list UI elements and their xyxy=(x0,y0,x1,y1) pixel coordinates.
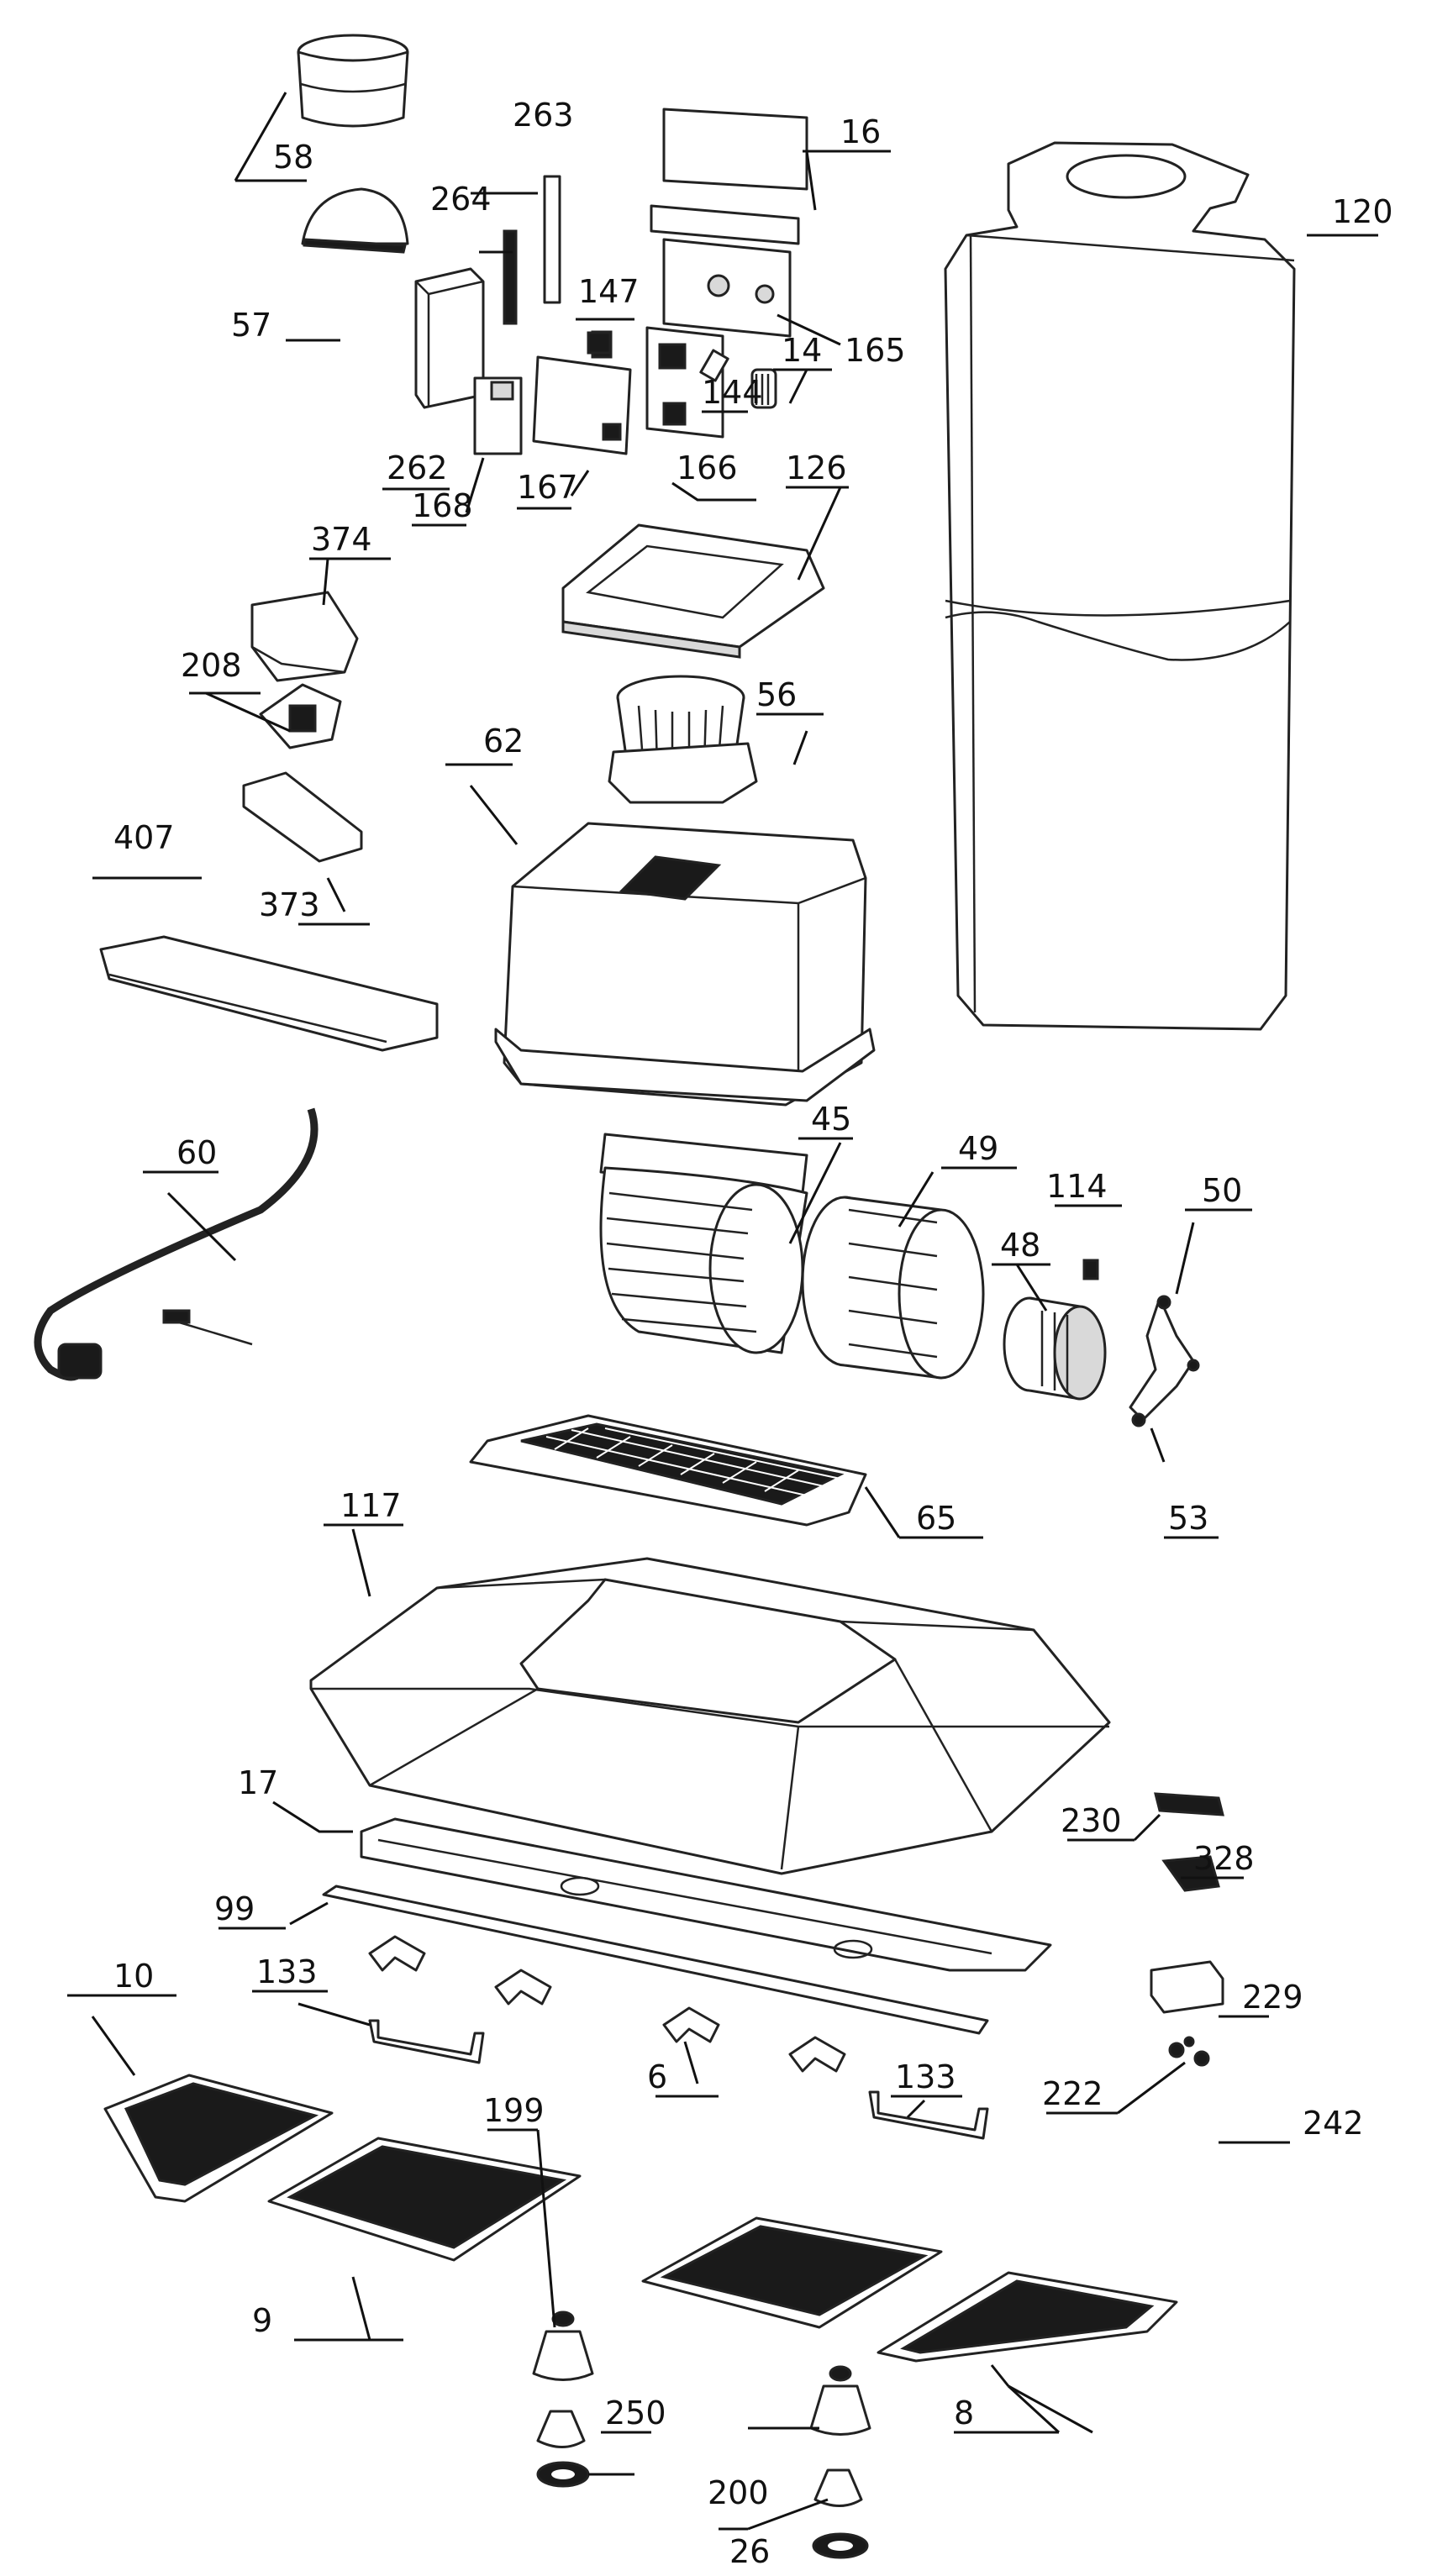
label-26: 26 xyxy=(729,2533,770,2570)
part-114-screw xyxy=(1082,1259,1099,1280)
part-49-fan-wheel xyxy=(801,1196,985,1380)
part-133-handles xyxy=(368,2019,989,2140)
part-222-lamp-parts xyxy=(1168,2036,1210,2067)
label-263: 263 xyxy=(513,97,574,134)
label-229: 229 xyxy=(1242,1979,1303,2016)
label-133-left: 133 xyxy=(256,1953,318,1990)
label-10: 10 xyxy=(113,1958,154,1995)
part-48-motor xyxy=(1003,1296,1107,1401)
part-60-power-cord xyxy=(34,1107,319,1381)
label-50: 50 xyxy=(1202,1172,1242,1209)
label-230: 230 xyxy=(1061,1802,1122,1839)
part-65-grease-filter xyxy=(469,1414,867,1527)
part-16-bracket xyxy=(650,108,808,245)
part-117-canopy xyxy=(309,1557,1111,1875)
label-56: 56 xyxy=(756,676,797,713)
label-120: 120 xyxy=(1332,193,1393,230)
label-14: 14 xyxy=(782,332,822,369)
label-264: 264 xyxy=(430,181,492,218)
part-328-clip xyxy=(1161,1855,1220,1892)
part-250-knob xyxy=(536,2410,590,2488)
part-168-bracket xyxy=(473,376,523,455)
part-165-control-panel xyxy=(662,238,792,338)
label-407: 407 xyxy=(113,819,175,856)
label-262: 262 xyxy=(387,449,448,486)
part-45-scroll-housing xyxy=(599,1133,808,1354)
part-filter-right xyxy=(641,2216,943,2329)
label-166: 166 xyxy=(677,449,738,486)
label-167: 167 xyxy=(517,469,578,506)
label-45: 45 xyxy=(811,1101,851,1138)
label-17: 17 xyxy=(238,1764,278,1801)
part-230-cover xyxy=(1154,1792,1224,1816)
part-120-chimney xyxy=(944,141,1296,1031)
label-250: 250 xyxy=(605,2395,666,2431)
label-222: 222 xyxy=(1042,2075,1103,2112)
part-6-clips xyxy=(368,1935,846,2073)
part-167-board xyxy=(532,330,632,455)
label-133-right: 133 xyxy=(895,2058,956,2095)
label-373: 373 xyxy=(259,886,320,923)
label-57: 57 xyxy=(231,307,271,344)
part-262-box xyxy=(414,267,485,409)
label-374: 374 xyxy=(311,521,372,558)
label-8: 8 xyxy=(954,2395,974,2431)
label-48: 48 xyxy=(1000,1227,1040,1264)
part-56-blower-motor xyxy=(608,675,758,804)
part-10-filter xyxy=(103,2074,334,2203)
label-60: 60 xyxy=(176,1134,217,1171)
label-6: 6 xyxy=(647,2058,667,2095)
part-17-frame xyxy=(360,1817,1052,1972)
part-264-strip xyxy=(503,229,518,325)
label-208: 208 xyxy=(181,647,242,684)
part-374-bracket xyxy=(250,591,359,682)
label-126: 126 xyxy=(786,449,847,486)
part-8-filter xyxy=(877,2271,1178,2363)
part-labels: 58 263 264 16 120 57 147 165 14 144 262 … xyxy=(113,97,1393,2570)
part-9-filter xyxy=(267,2137,582,2262)
label-147: 147 xyxy=(578,273,640,310)
part-199-cap xyxy=(532,2311,594,2381)
part-14-knob xyxy=(750,368,777,409)
part-62-housing xyxy=(494,822,876,1107)
part-99-strip xyxy=(322,1885,989,2035)
label-200: 200 xyxy=(708,2474,769,2511)
label-144: 144 xyxy=(702,374,763,411)
part-57-flap xyxy=(301,187,409,254)
part-50-motor-bracket xyxy=(1129,1295,1200,1427)
part-407-rail xyxy=(99,935,439,1052)
label-62: 62 xyxy=(483,723,524,760)
part-263-rod xyxy=(543,175,561,304)
label-199: 199 xyxy=(483,2092,545,2129)
label-65: 65 xyxy=(916,1500,956,1537)
part-166-relay-board xyxy=(645,326,724,439)
label-114: 114 xyxy=(1046,1168,1108,1205)
part-373-plate xyxy=(242,771,363,863)
part-26-knob xyxy=(812,2468,869,2559)
label-328: 328 xyxy=(1193,1840,1255,1877)
label-165: 165 xyxy=(845,332,906,369)
part-144-switch xyxy=(699,349,729,382)
part-147-spring xyxy=(587,331,612,355)
label-16: 16 xyxy=(840,113,881,150)
label-117: 117 xyxy=(340,1487,402,1524)
label-58: 58 xyxy=(273,139,313,176)
label-242: 242 xyxy=(1303,2105,1364,2142)
leader-lines xyxy=(67,92,1378,2531)
label-49: 49 xyxy=(958,1130,998,1167)
part-58-duct-collar xyxy=(297,34,409,128)
part-208-bracket xyxy=(259,683,342,749)
label-9: 9 xyxy=(252,2302,272,2339)
part-229-switch-box xyxy=(1150,1960,1224,2014)
part-200-cap xyxy=(809,2365,871,2436)
label-53: 53 xyxy=(1168,1500,1208,1537)
label-168: 168 xyxy=(412,487,473,524)
part-126-plate xyxy=(561,523,825,659)
label-99: 99 xyxy=(214,1890,255,1927)
